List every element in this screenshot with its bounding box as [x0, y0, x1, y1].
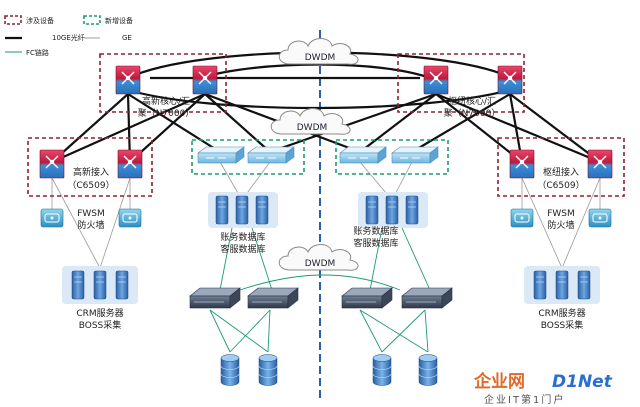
dwdm-top-label: DWDM — [305, 53, 336, 63]
right-access-label-line2: （C6509） — [537, 180, 584, 191]
right-crm-server-1-icon — [533, 270, 547, 300]
right-switch-2-icon — [391, 146, 439, 164]
right-fw-label-line1: FWSM — [547, 209, 575, 219]
right-crm-server-2-icon — [555, 270, 569, 300]
dwdm-cloud-mid: DWDM — [270, 108, 351, 135]
watermark-slogan: 企业IT第1门户 — [484, 393, 565, 406]
left-db-server-2-icon — [235, 195, 249, 225]
legend-involved-label: 涉及设备 — [26, 16, 54, 25]
left-crm-label-line2: BOSS采集 — [79, 319, 122, 331]
left-fw-label-line2: 防火墙 — [77, 219, 104, 231]
left-crm-server-3-icon — [115, 270, 129, 300]
right-db-label-line2: 客服数据库 — [353, 237, 398, 249]
left-firewall-1-icon — [40, 208, 64, 228]
right-access-router-1-icon — [509, 149, 535, 179]
left-san-switch-1-icon — [189, 287, 241, 309]
right-firewall-2-icon — [588, 208, 612, 228]
left-switch-2-icon — [247, 146, 295, 164]
left-core-router-1-icon — [115, 65, 141, 95]
right-access-label-line1: 枢纽接入 — [543, 166, 579, 178]
left-db-label-line2: 客服数据库 — [220, 243, 265, 255]
left-crm-server-2-icon — [93, 270, 107, 300]
legend-ge-label: GE — [122, 34, 132, 42]
right-access-group — [497, 137, 625, 197]
left-core-router-2-icon — [192, 65, 218, 95]
right-core-label-line1: 枢纽核心/汇 — [448, 95, 496, 107]
right-disk-2-icon — [418, 354, 438, 386]
dwdm-bottom-label: DWDM — [305, 259, 336, 269]
right-db-server-2-icon — [385, 195, 399, 225]
left-firewall-2-icon — [118, 208, 142, 228]
right-firewall-1-icon — [510, 208, 534, 228]
watermark-brand-cn: 企业网 — [473, 371, 525, 392]
dwdm-cloud-bottom: DWDM — [278, 244, 359, 271]
left-crm-label-line1: CRM服务器 — [76, 307, 123, 319]
right-crm-label-line2: BOSS采集 — [541, 319, 584, 331]
left-db-server-1-icon — [215, 195, 229, 225]
watermark: 企业网 D1Net 企业IT第1门户 — [473, 371, 613, 406]
right-db-server-3-icon — [405, 195, 419, 225]
right-core-group — [397, 53, 525, 113]
left-core-label-line2: 聚（N7000） — [138, 108, 195, 119]
dwdm-cloud-top: DWDM — [278, 38, 359, 65]
right-san-switch-2-icon — [401, 287, 453, 309]
right-core-label-line2: 聚（N7000） — [444, 108, 501, 119]
left-switch-1-icon — [197, 146, 245, 164]
legend-10ge-label: 10GE光纤 — [52, 33, 85, 42]
legend-new-label: 新增设备 — [105, 16, 133, 25]
right-fw-label-line2: 防火墙 — [547, 219, 574, 231]
legend: 涉及设备 新增设备 10GE光纤 GE FC链路 — [4, 15, 133, 57]
right-core-router-2-icon — [497, 65, 523, 95]
right-core-router-1-icon — [423, 65, 449, 95]
left-access-label-line2: （C6509） — [67, 180, 114, 191]
left-san-switch-2-icon — [247, 287, 299, 309]
right-db-server-1-icon — [365, 195, 379, 225]
left-disk-1-icon — [220, 354, 240, 386]
dwdm-mid-label: DWDM — [297, 123, 328, 133]
left-disk-2-icon — [258, 354, 278, 386]
right-new-switch-group — [335, 139, 449, 175]
right-switch-1-icon — [339, 146, 387, 164]
right-san-switch-1-icon — [341, 287, 393, 309]
right-disk-1-icon — [372, 354, 392, 386]
right-crm-server-3-icon — [577, 270, 591, 300]
links-fc — [209, 227, 431, 353]
left-access-router-1-icon — [39, 149, 65, 179]
right-crm-label-line1: CRM服务器 — [538, 307, 585, 319]
left-core-group — [99, 53, 227, 113]
left-crm-server-1-icon — [71, 270, 85, 300]
left-fw-label-line1: FWSM — [77, 209, 105, 219]
right-db-label-line1: 账务数据库 — [353, 225, 398, 237]
left-db-server-3-icon — [255, 195, 269, 225]
left-access-label-line1: 高新接入 — [73, 166, 109, 178]
left-core-label-line1: 高新核心/汇 — [142, 95, 190, 107]
left-new-switch-group — [191, 139, 305, 175]
legend-fc-label: FC链路 — [26, 48, 49, 57]
right-access-router-2-icon — [587, 149, 613, 179]
watermark-brand-en: D1Net — [552, 372, 613, 392]
left-db-label-line1: 账务数据库 — [220, 231, 265, 243]
left-access-router-2-icon — [117, 149, 143, 179]
legend-involved-swatch — [4, 15, 22, 25]
legend-new-swatch — [83, 15, 101, 25]
